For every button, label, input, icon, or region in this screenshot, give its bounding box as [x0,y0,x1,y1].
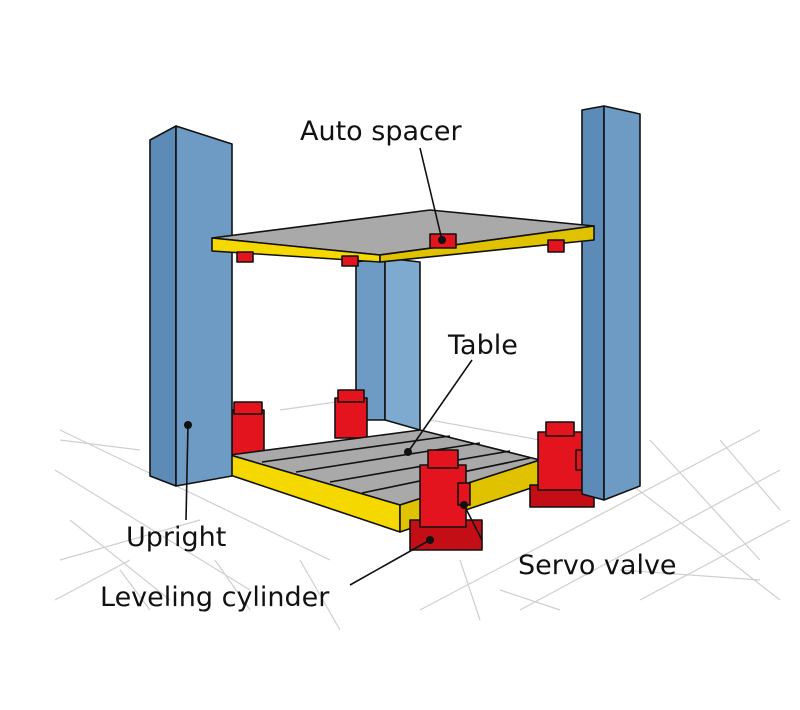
label-servo-valve: Servo valve [518,550,677,581]
label-upright: Upright [126,522,226,553]
leveling-cylinder-right [529,421,595,508]
label-leveling-cylinder: Leveling cylinder [100,582,330,613]
floor-grid [54,399,791,631]
leveling-cylinder-front [409,449,483,551]
back-cylinder-left [231,401,265,457]
table [229,429,541,533]
back-cylinder-middle [334,389,368,439]
upright-left [149,125,233,487]
leader-lines [184,147,483,586]
label-table: Table [447,330,518,361]
label-auto-spacer: Auto spacer [300,116,462,147]
top-plate [211,209,595,267]
upright-right [581,105,641,501]
